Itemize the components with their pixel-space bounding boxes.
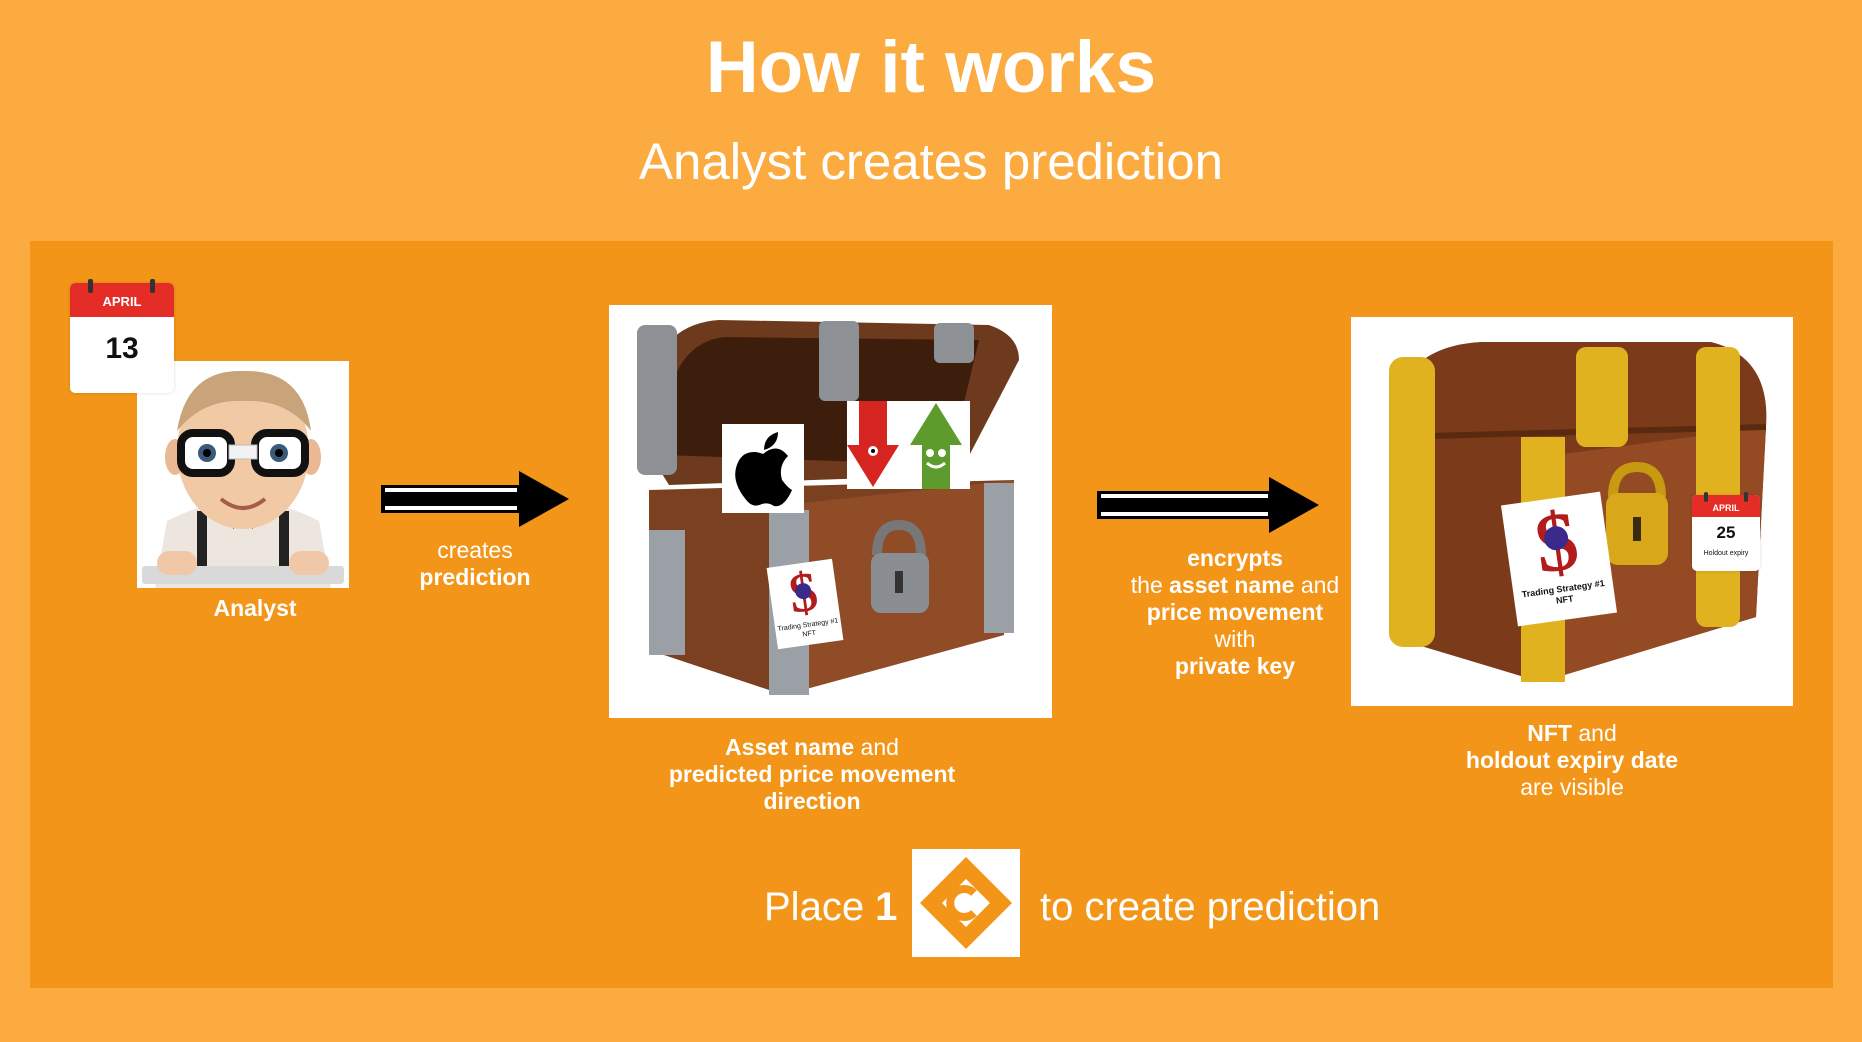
- calendar-day: 13: [105, 332, 139, 365]
- calendar-icon-april-25: APRIL 25 Holdout expiry: [1692, 492, 1760, 571]
- calendar-day: 25: [1716, 523, 1736, 542]
- page-subtitle: Analyst creates prediction: [639, 133, 1223, 190]
- diagram-panel: APRIL 13 Analyst creates prediction: [30, 241, 1833, 988]
- open-chest-image: [609, 305, 1052, 718]
- analyst-illustration: [137, 361, 349, 588]
- place-suffix: to create prediction: [1040, 885, 1381, 929]
- arrow-right-icon: [381, 471, 569, 527]
- open-chest-illustration: [609, 305, 1052, 718]
- calendar-month: APRIL: [1692, 495, 1760, 517]
- calendar-month: APRIL: [70, 283, 174, 317]
- token-logo-icon: [912, 849, 1020, 957]
- price-direction-arrows-icon: [847, 401, 970, 489]
- analyst-caption: Analyst: [213, 595, 297, 621]
- open-chest-caption: Asset name and predicted price movement …: [668, 734, 956, 814]
- apple-logo-icon: [722, 424, 804, 513]
- nft-badge-open-chest: $ Trading Strategy #1 NFT: [766, 558, 844, 650]
- arrow2-caption: encrypts the asset name and price moveme…: [1130, 545, 1340, 679]
- place-label: Place 1: [764, 885, 898, 929]
- arrow1-caption: creates prediction: [419, 537, 531, 590]
- locked-chest-caption: NFT and holdout expiry date are visible: [1465, 720, 1679, 800]
- calendar-note: Holdout expiry: [1703, 550, 1749, 557]
- page-title: How it works: [705, 27, 1157, 108]
- nft-badge-locked-chest: $ Trading Strategy #1 NFT: [1500, 491, 1618, 627]
- arrow-right-icon: [1097, 477, 1319, 533]
- calendar-icon-april-13: APRIL 13: [70, 279, 174, 393]
- analyst-image: [137, 361, 349, 588]
